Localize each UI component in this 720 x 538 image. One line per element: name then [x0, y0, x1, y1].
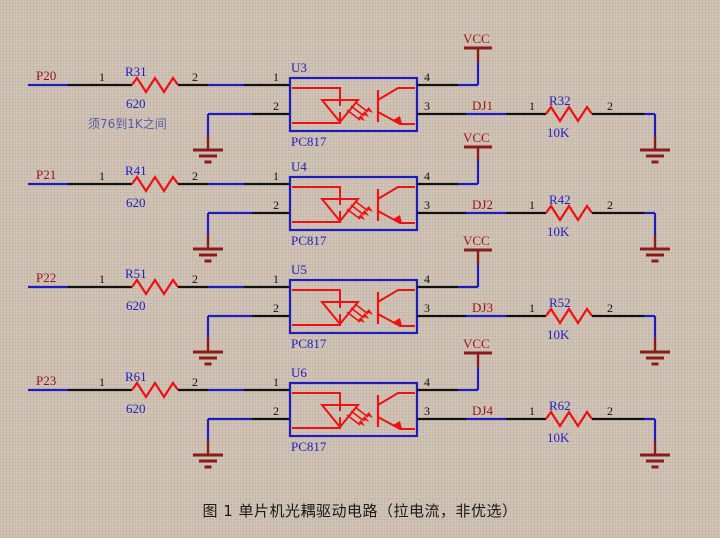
pin-4-u5: 4 — [424, 272, 430, 286]
resistor-r62-symbol — [544, 410, 594, 428]
label-port-p22: P22 — [36, 270, 56, 285]
resistor-r52-symbol — [544, 307, 594, 325]
pin-1-r61: 1 — [99, 375, 105, 389]
pin-1-r42: 1 — [529, 198, 535, 212]
label-r51-ref: R51 — [125, 266, 147, 281]
label-u5-ref: U5 — [291, 262, 307, 277]
ground-symbol-u4 — [191, 247, 225, 263]
resistor-r51-symbol — [130, 278, 180, 296]
label-r52-value: 10K — [547, 327, 570, 342]
figure-caption: 图 1 单片机光耦驱动电路（拉电流，非优选） — [202, 502, 518, 520]
ground-symbol-r52 — [638, 350, 672, 366]
pin-1-r41: 1 — [99, 169, 105, 183]
optocoupler-u5-symbol — [288, 278, 419, 335]
pin-2-r42: 2 — [607, 198, 613, 212]
label-r42-ref: R42 — [549, 192, 571, 207]
pin-2-u3: 2 — [273, 99, 279, 113]
label-r32-ref: R32 — [549, 93, 571, 108]
ground-symbol-r32 — [638, 148, 672, 164]
pin-1-r62: 1 — [529, 404, 535, 418]
pin-1-r52: 1 — [529, 301, 535, 315]
pin-1-u5: 1 — [273, 272, 279, 286]
pin-2-r51: 2 — [192, 272, 198, 286]
label-u4-part: PC817 — [291, 233, 327, 248]
pin-3-u4: 3 — [424, 198, 430, 212]
resistor-r42-symbol — [544, 204, 594, 222]
label-port-p23: P23 — [36, 373, 56, 388]
label-port-p21: P21 — [36, 167, 56, 182]
label-u3-part: PC817 — [291, 134, 327, 149]
optocoupler-u3-symbol — [288, 76, 419, 133]
label-r62-ref: R62 — [549, 398, 571, 413]
resistor-r41-symbol — [130, 175, 180, 193]
pin-4-u6: 4 — [424, 375, 430, 389]
pin-2-r52: 2 — [607, 301, 613, 315]
label-r61-value: 620 — [126, 401, 146, 416]
label-r41-ref: R41 — [125, 163, 147, 178]
pin-3-u6: 3 — [424, 404, 430, 418]
optocoupler-u6-symbol — [288, 381, 419, 438]
ground-symbol-u3 — [191, 148, 225, 164]
optocoupler-u4-symbol — [288, 175, 419, 232]
label-r41-value: 620 — [126, 195, 146, 210]
label-u4-ref: U4 — [291, 159, 307, 174]
channel-row-3: P22 1 R51 620 2 1 2 U5 PC817 VCC 4 3 DJ3… — [28, 233, 672, 366]
pin-1-u3: 1 — [273, 70, 279, 84]
pin-1-u6: 1 — [273, 375, 279, 389]
pin-4-u4: 4 — [424, 169, 430, 183]
pin-2-r31: 2 — [192, 70, 198, 84]
label-port-p20: P20 — [36, 68, 56, 83]
pin-2-r32: 2 — [607, 99, 613, 113]
channel-row-1: P20 1 R31 620 2 1 2 须76到1K之间 U3 PC817 VC… — [28, 31, 672, 164]
pin-1-u4: 1 — [273, 169, 279, 183]
label-net-dj2: DJ2 — [472, 197, 493, 212]
label-u3-ref: U3 — [291, 60, 307, 75]
ground-symbol-r62 — [638, 453, 672, 469]
ground-symbol-u6 — [191, 453, 225, 469]
pin-1-r51: 1 — [99, 272, 105, 286]
pin-2-u5: 2 — [273, 301, 279, 315]
pin-2-r41: 2 — [192, 169, 198, 183]
note-resistor-range: 须76到1K之间 — [88, 117, 167, 131]
pin-2-u4: 2 — [273, 198, 279, 212]
channel-row-2: P21 1 R41 620 2 1 2 U4 PC817 VCC 4 3 DJ2… — [28, 130, 672, 263]
label-r42-value: 10K — [547, 224, 570, 239]
label-vcc-2: VCC — [463, 130, 490, 145]
label-r31-ref: R31 — [125, 64, 147, 79]
label-u6-ref: U6 — [291, 365, 307, 380]
label-vcc-4: VCC — [463, 336, 490, 351]
pin-2-r62: 2 — [607, 404, 613, 418]
pin-2-r61: 2 — [192, 375, 198, 389]
label-net-dj1: DJ1 — [472, 98, 493, 113]
label-net-dj4: DJ4 — [472, 403, 493, 418]
label-r52-ref: R52 — [549, 295, 571, 310]
label-vcc-3: VCC — [463, 233, 490, 248]
resistor-r31-symbol — [130, 76, 180, 94]
ground-symbol-r42 — [638, 247, 672, 263]
label-r51-value: 620 — [126, 298, 146, 313]
ground-symbol-u5 — [191, 350, 225, 366]
pin-3-u5: 3 — [424, 301, 430, 315]
pin-1-r31: 1 — [99, 70, 105, 84]
label-u5-part: PC817 — [291, 336, 327, 351]
label-u6-part: PC817 — [291, 439, 327, 454]
pin-2-u6: 2 — [273, 404, 279, 418]
label-r32-value: 10K — [547, 125, 570, 140]
label-vcc-1: VCC — [463, 31, 490, 46]
channel-row-4: P23 1 R61 620 2 1 2 U6 PC817 VCC 4 3 DJ4… — [28, 336, 672, 469]
label-r61-ref: R61 — [125, 369, 147, 384]
label-r62-value: 10K — [547, 430, 570, 445]
resistor-r61-symbol — [130, 381, 180, 399]
pin-1-r32: 1 — [529, 99, 535, 113]
label-net-dj3: DJ3 — [472, 300, 493, 315]
resistor-r32-symbol — [544, 105, 594, 123]
label-r31-value: 620 — [126, 96, 146, 111]
pin-4-u3: 4 — [424, 70, 430, 84]
pin-3-u3: 3 — [424, 99, 430, 113]
